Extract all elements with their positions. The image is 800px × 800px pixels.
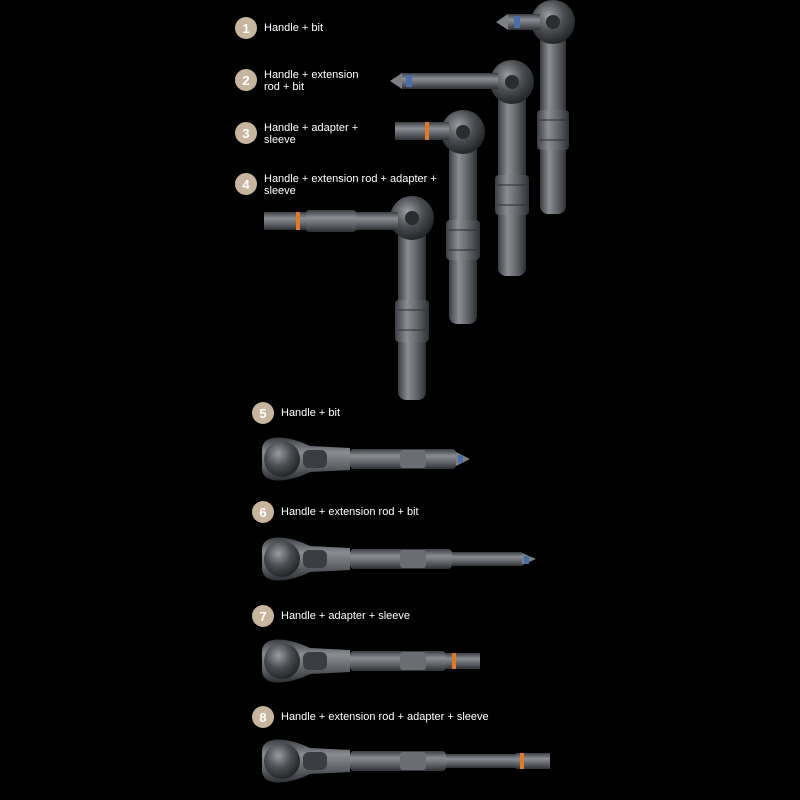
step-4: 4 Handle + extension rod + adapter + sle… — [235, 173, 444, 197]
step-6-badge: 6 — [252, 501, 274, 523]
step-7-badge: 7 — [252, 605, 274, 627]
step-8-badge: 8 — [252, 706, 274, 728]
step-5-badge: 5 — [252, 402, 274, 424]
step-2: 2 Handle + extension rod + bit — [235, 69, 374, 93]
step-7: 7 Handle + adapter + sleeve — [252, 605, 410, 627]
step-6: 6 Handle + extension rod + bit — [252, 501, 419, 523]
tool-6-horizontal — [262, 537, 536, 581]
tool-1-vertical — [496, 0, 575, 214]
step-3-badge: 3 — [235, 122, 257, 144]
step-2-badge: 2 — [235, 69, 257, 91]
step-2-label: Handle + extension rod + bit — [264, 69, 359, 93]
step-1-label: Handle + bit — [264, 22, 324, 34]
tool-2-vertical — [390, 60, 534, 276]
step-1-badge: 1 — [235, 17, 257, 39]
step-3: 3 Handle + adapter + sleeve — [235, 122, 369, 146]
step-4-badge: 4 — [235, 173, 257, 195]
tool-5-horizontal — [262, 437, 470, 481]
step-7-label: Handle + adapter + sleeve — [281, 610, 411, 622]
step-5: 5 Handle + bit — [252, 402, 340, 424]
tool-3-vertical — [395, 110, 485, 324]
tool-4-vertical — [264, 196, 434, 400]
step-1: 1 Handle + bit — [235, 17, 323, 39]
step-8: 8 Handle + extension rod + adapter + sle… — [252, 706, 489, 728]
step-8-label: Handle + extension rod + adapter + sleev… — [281, 711, 489, 723]
step-3-label: Handle + adapter + sleeve — [264, 122, 359, 146]
step-4-label: Handle + extension rod + adapter + sleev… — [264, 173, 437, 197]
step-5-label: Handle + bit — [281, 407, 341, 419]
tool-8-horizontal — [262, 739, 550, 783]
tool-7-horizontal — [262, 639, 480, 683]
step-6-label: Handle + extension rod + bit — [281, 506, 419, 518]
